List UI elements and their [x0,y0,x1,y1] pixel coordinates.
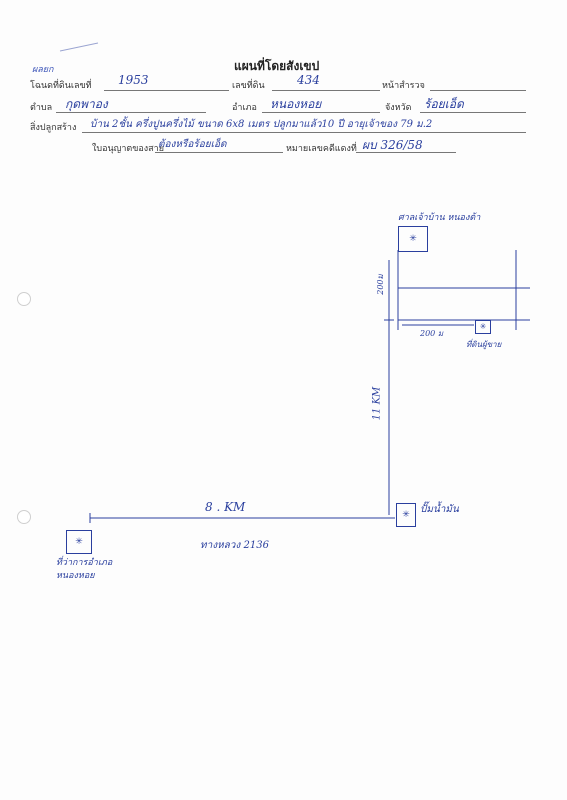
land-no-underline [272,90,380,91]
building-underline [82,132,526,133]
building-label: สิ่งปลูกสร้าง [30,123,77,133]
deed-value: 1953 [118,73,149,87]
district-office-marker: ✳ [66,530,92,554]
pump-label: ปั๊มน้ำมัน [420,504,459,515]
highway-label: ทางหลวง 2136 [200,540,269,551]
map-lines [89,250,530,523]
id-label: หมายเลขคดีแดงที่ [286,144,357,154]
province-value: ร้อยเอ็ด [424,97,464,111]
building-value: บ้าน 2ชั้น ครึ่งปูนครึ่งไม้ ขนาด 6x8 เมต… [90,119,433,130]
survey-page-underline [430,90,526,91]
province-underline [420,112,526,113]
land-no-value: 434 [297,73,320,87]
subdistrict-label: ตำบล [30,103,53,113]
subdistrict-underline [56,112,206,113]
corner-note: ผลยก [32,65,54,75]
district-office-label: ที่ว่าการอำเภอ หนองหอย [56,558,113,581]
id-value: ผบ 326/58 [362,138,423,152]
seller-land-marker: ✳ [475,320,491,334]
land-no-label: เลขที่ดิน [232,81,265,91]
dim-200-horizontal-label: 200 ม [420,329,444,338]
license-label: ใบอนุญาตของสาย [92,144,165,154]
shrine-marker: ✳ [398,226,428,252]
subdistrict-value: กุดพาอง [65,97,108,111]
shrine-label: ศาลเจ้าบ้าน หนองต้า [398,213,481,223]
deed-label: โฉนดที่ดินเลขที่ [30,81,92,91]
district-value: หนองหอย [270,97,322,111]
punch-hole-bottom [17,510,31,524]
dist-8km-label: 8 . KM [205,500,246,514]
pencil-stroke [59,42,99,52]
license-underline [155,152,283,153]
punch-hole-top [17,292,31,306]
district-label: อำเภอ [232,103,257,113]
province-label: จังหวัด [385,103,412,113]
survey-page-label: หน้าสำรวจ [382,81,425,91]
district-underline [262,112,380,113]
deed-underline [104,90,229,91]
page-title: แผนที่โดยสังเขป [234,59,320,73]
pump-marker: ✳ [396,503,416,527]
seller-land-label: ที่ดินผู้ขาย [466,340,502,349]
dim-200-vertical-label: 200ม [375,274,385,295]
dist-11km-label: 11 KM [371,386,383,421]
id-underline [356,152,456,153]
license-value: ต้องหรือร้อยเอ็ด [158,139,227,150]
